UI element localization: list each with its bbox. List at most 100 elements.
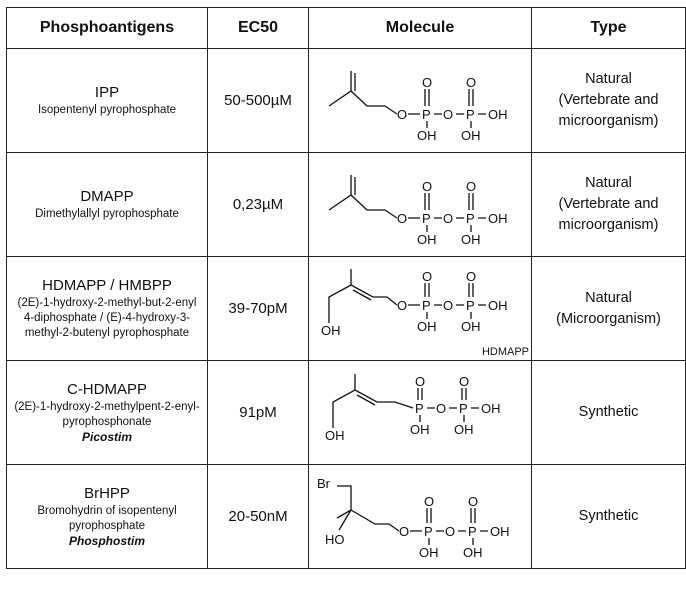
atom-o: O <box>466 179 476 194</box>
atom-o: O <box>443 211 453 226</box>
molecule-cell: OH P O OH O P O OH OH <box>308 360 532 465</box>
atom-p: P <box>422 107 431 122</box>
atom-oh: OH <box>481 401 501 416</box>
atom-p: P <box>415 401 424 416</box>
type-cell: Natural (Vertebrate and microorganism) <box>531 152 686 257</box>
molecule-cell: OH O P O OH O P O OH OH HDMAPP <box>308 256 532 361</box>
atom-oh: OH <box>417 232 437 245</box>
ec50-value: 39-70pM <box>207 256 309 361</box>
atom-oh: OH <box>419 545 439 560</box>
table-row: DMAPP Dimethylallyl pyrophosphate 0,23µM… <box>6 152 686 257</box>
molecule-cell: O P O OH O P O OH OH <box>308 152 532 257</box>
atom-o: O <box>397 211 407 226</box>
compound-abbr: BrHPP <box>84 485 130 502</box>
atom-oh: OH <box>488 107 508 122</box>
type-cell: Natural (Microorganism) <box>531 256 686 361</box>
atom-oh: OH <box>325 428 345 443</box>
atom-oh: OH <box>488 298 508 313</box>
atom-p: P <box>424 524 433 539</box>
type-line: (Microorganism) <box>556 310 661 327</box>
atom-oh: OH <box>461 319 481 334</box>
atom-o: O <box>436 401 446 416</box>
type-line: Synthetic <box>578 404 639 420</box>
name-cell: HDMAPP / HMBPP (2E)-1-hydroxy-2-methyl-b… <box>6 256 208 361</box>
atom-o: O <box>466 75 476 90</box>
molecule-cell: O P O OH O P O OH OH <box>308 48 532 153</box>
c-hdmapp-structure: OH P O OH O P O OH OH <box>325 373 501 443</box>
atom-oh: OH <box>488 211 508 226</box>
atom-br: Br <box>317 476 331 491</box>
atom-o: O <box>397 298 407 313</box>
atom-o: O <box>399 524 409 539</box>
compound-abbr: C-HDMAPP <box>66 381 147 398</box>
name-cell: C-HDMAPP (2E)-1-hydroxy-2-methylpent-2-e… <box>6 360 208 465</box>
molecule-caption: HDMAPP <box>481 346 529 358</box>
header-type: Type <box>531 7 686 49</box>
table-row: BrHPP Bromohydrin of isopentenyl pyropho… <box>6 464 686 569</box>
type-line: microorganism) <box>558 113 659 129</box>
hdmapp-structure: OH O P O OH O P O OH OH <box>321 268 508 338</box>
atom-o: O <box>443 107 453 122</box>
atom-p: P <box>466 298 475 313</box>
atom-o: O <box>422 269 432 284</box>
atom-p: P <box>422 298 431 313</box>
compound-abbr: HDMAPP / HMBPP <box>42 277 172 294</box>
atom-o: O <box>422 179 432 194</box>
name-cell: BrHPP Bromohydrin of isopentenyl pyropho… <box>6 464 208 569</box>
type-line: (Vertebrate and <box>558 196 659 212</box>
brand-name: Picostim <box>81 430 132 444</box>
molecule-cell: Br HO O P O OH O P O OH OH <box>308 464 532 569</box>
atom-o: O <box>466 269 476 284</box>
compound-full-name-line: 4-diphosphate / (E)-4-hydroxy-3- <box>23 312 191 324</box>
name-cell: DMAPP Dimethylallyl pyrophosphate <box>6 152 208 257</box>
atom-p: P <box>422 211 431 226</box>
atom-o: O <box>422 75 432 90</box>
atom-ho: HO <box>325 532 345 547</box>
atom-oh: OH <box>461 128 481 141</box>
atom-o: O <box>445 524 455 539</box>
atom-o: O <box>468 494 478 509</box>
compound-full-name-line: pyrophosphate <box>68 520 146 532</box>
ec50-value: 0,23µM <box>207 152 309 257</box>
compound-full-name-line: (2E)-1-hydroxy-2-methyl-but-2-enyl <box>17 297 197 309</box>
table-row: IPP Isopentenyl pyrophosphate 50-500µM O… <box>6 48 686 153</box>
header-row: Phosphoantigens EC50 Molecule Type <box>6 7 686 49</box>
type-line: Natural <box>585 71 632 87</box>
compound-full-name: Isopentenyl pyrophosphate <box>37 104 177 116</box>
ec50-value: 91pM <box>207 360 309 465</box>
ipp-structure: O P O OH O P O OH OH <box>328 70 508 141</box>
compound-abbr: DMAPP <box>80 188 134 205</box>
atom-oh: OH <box>417 319 437 334</box>
type-line: (Vertebrate and <box>558 92 659 108</box>
type-line: Natural <box>585 175 632 191</box>
atom-p: P <box>466 107 475 122</box>
atom-o: O <box>424 494 434 509</box>
atom-p: P <box>468 524 477 539</box>
atom-o: O <box>415 374 425 389</box>
atom-oh: OH <box>454 422 474 437</box>
compound-full-name-line: Bromohydrin of isopentenyl <box>37 505 177 517</box>
atom-oh: OH <box>417 128 437 141</box>
atom-p: P <box>459 401 468 416</box>
brand-name: Phosphostim <box>68 534 145 548</box>
phosphoantigen-table: Phosphoantigens EC50 Molecule Type IPP I… <box>6 7 686 569</box>
atom-oh: OH <box>461 232 481 245</box>
type-cell: Synthetic <box>531 360 686 465</box>
atom-o: O <box>397 107 407 122</box>
atom-oh: OH <box>410 422 430 437</box>
type-line: Synthetic <box>578 508 639 524</box>
compound-full-name-line: (2E)-1-hydroxy-2-methylpent-2-enyl- <box>14 401 200 413</box>
ec50-value: 50-500µM <box>207 48 309 153</box>
atom-oh: OH <box>490 524 510 539</box>
header-phosphoantigens: Phosphoantigens <box>6 7 208 49</box>
atom-p: P <box>466 211 475 226</box>
brhpp-structure: Br HO O P O OH O P O OH OH <box>317 476 510 560</box>
name-cell: IPP Isopentenyl pyrophosphate <box>6 48 208 153</box>
type-line: microorganism) <box>558 217 659 233</box>
compound-abbr: IPP <box>94 84 120 101</box>
header-molecule: Molecule <box>308 7 532 49</box>
table-row: C-HDMAPP (2E)-1-hydroxy-2-methylpent-2-e… <box>6 360 686 465</box>
type-line: Natural <box>585 289 632 306</box>
header-ec50: EC50 <box>207 7 309 49</box>
atom-o: O <box>459 374 469 389</box>
